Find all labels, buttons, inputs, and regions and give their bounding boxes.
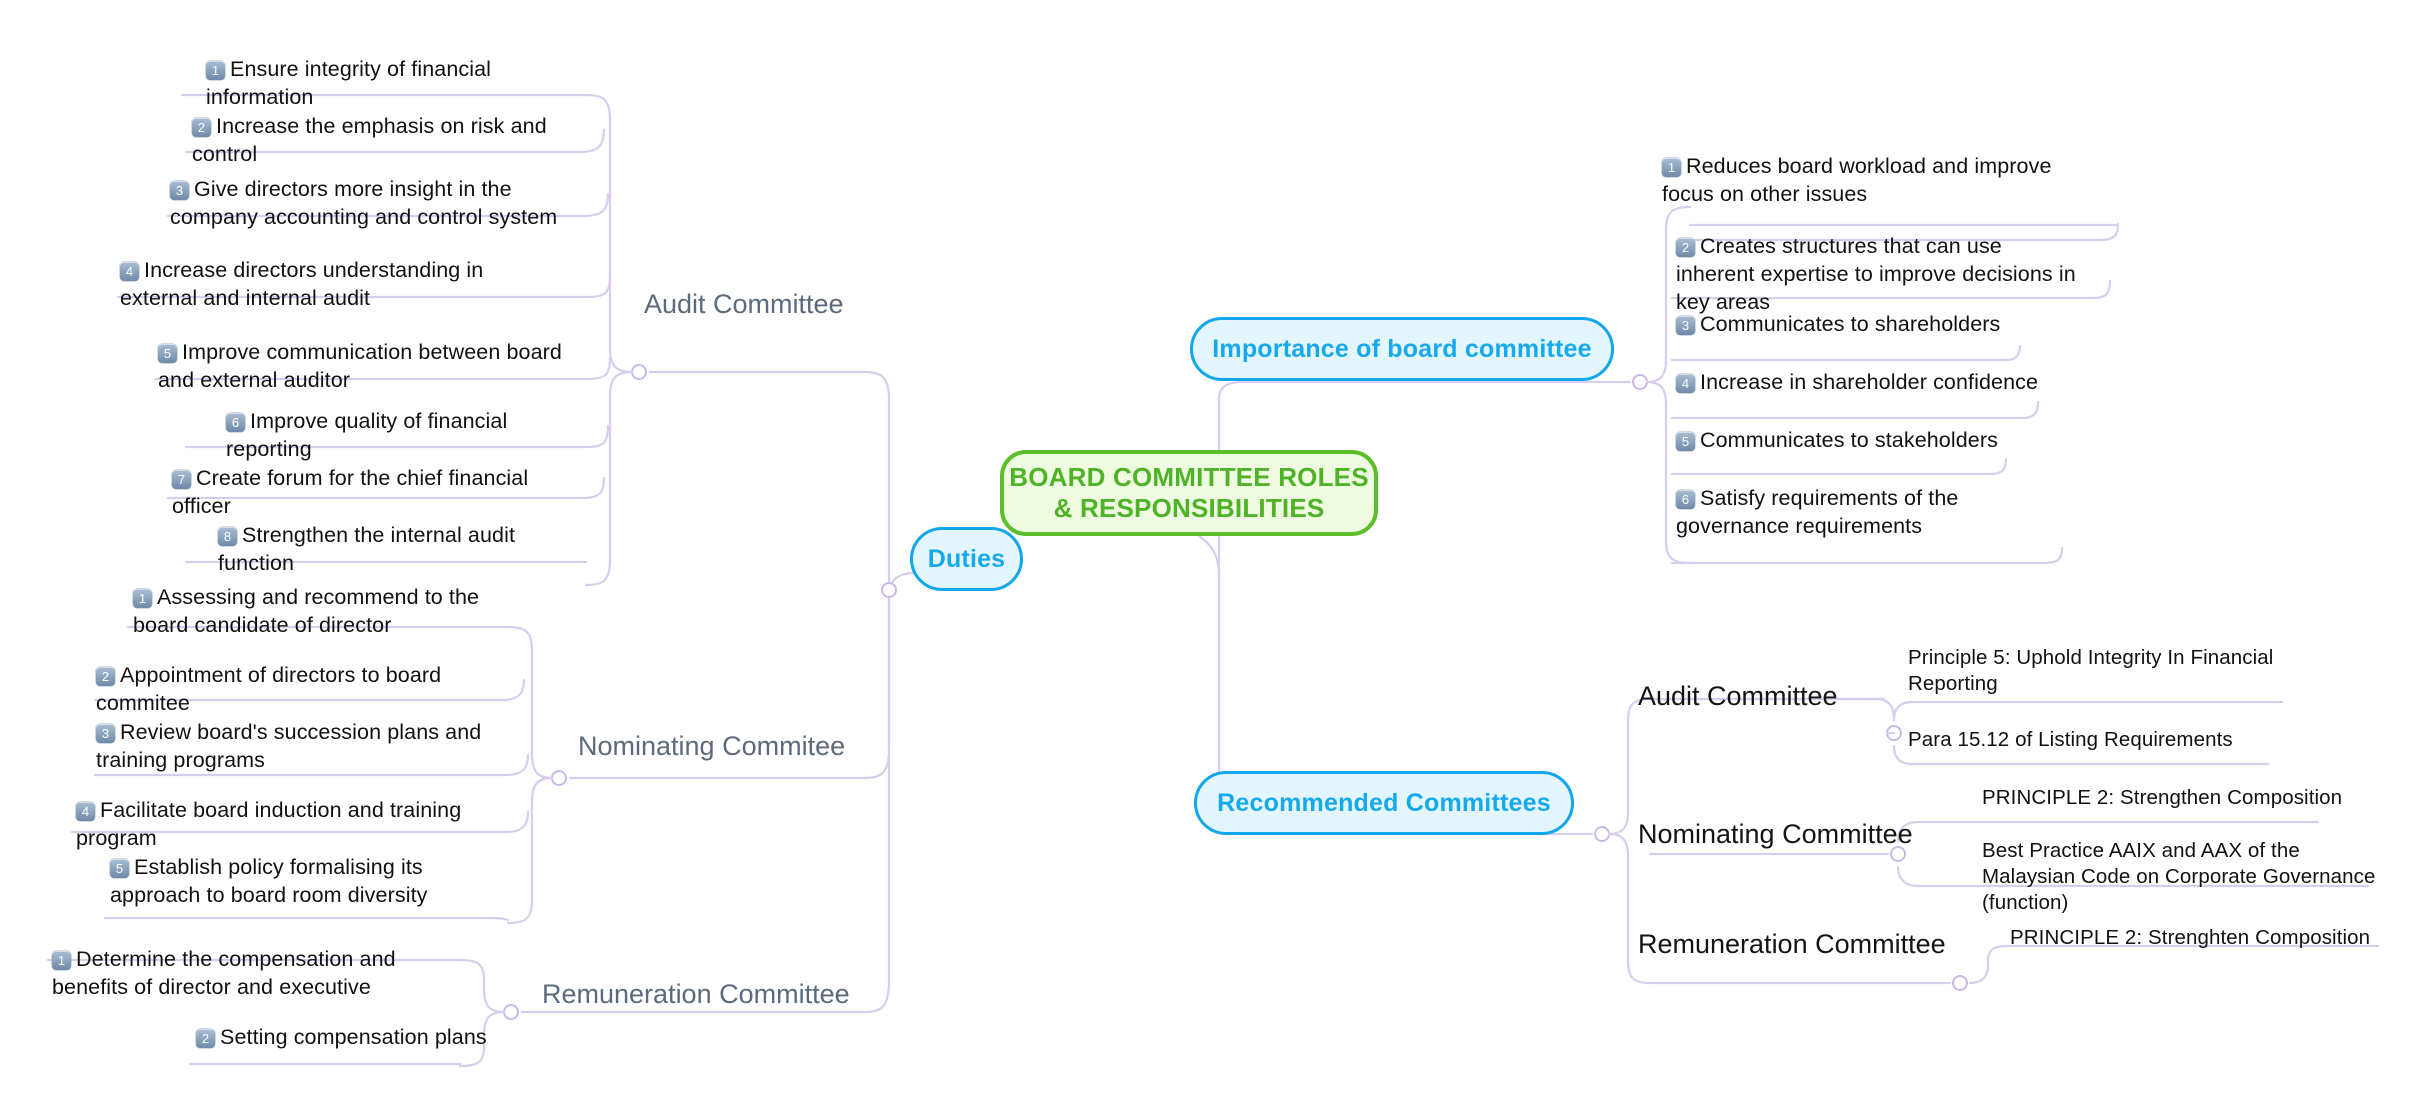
item-number-badge: 6 [226, 413, 245, 432]
branch-label-nominating-committee-left[interactable]: Nominating Commitee [578, 730, 845, 762]
item-number-badge: 4 [120, 262, 139, 281]
item-number-badge: 1 [52, 951, 71, 970]
item-text: Principle 5: Uphold Integrity In Financi… [1908, 646, 2274, 695]
item-number-badge: 3 [96, 724, 115, 743]
item-text: Improve communication between board and … [158, 340, 562, 392]
item-text: Reduces board workload and improve focus… [1662, 154, 2052, 206]
item-text: PRINCIPLE 2: Strenghten Composition [2010, 926, 2371, 949]
branch-label-remuneration-committee-right[interactable]: Remuneration Committee [1638, 928, 1946, 960]
item-text: Strengthen the internal audit function [218, 523, 516, 575]
branch-label-audit-committee-right[interactable]: Audit Committee [1638, 680, 1838, 712]
item-text: Increase the emphasis on risk and contro… [192, 114, 547, 166]
item-text: Improve quality of financial reporting [226, 409, 508, 461]
item-number-badge: 1 [206, 61, 225, 80]
item-text: Review board's succession plans and trai… [96, 720, 482, 772]
node-recommended-committees[interactable]: Recommended Committees [1194, 771, 1574, 835]
item-text: Establish policy formalising its approac… [110, 855, 428, 907]
item-number-badge: 5 [110, 859, 129, 878]
list-item[interactable]: 4 Increase in shareholder confidence [1676, 368, 2096, 396]
branch-remuneration-right-text: Remuneration Committee [1638, 929, 1946, 959]
item-text: Communicates to shareholders [1700, 312, 2001, 336]
item-number-badge: 4 [76, 802, 95, 821]
list-item[interactable]: PRINCIPLE 2: Strenghten Composition [2010, 925, 2410, 951]
item-number-badge: 2 [96, 667, 115, 686]
root-title-line-1: BOARD COMMITTEE ROLES [1009, 462, 1369, 492]
item-text: Give directors more insight in the compa… [170, 177, 558, 229]
root-node[interactable]: BOARD COMMITTEE ROLES & RESPONSIBILITIES [1000, 450, 1378, 536]
node-importance-label: Importance of board committee [1212, 334, 1592, 363]
branch-label-audit-committee-left[interactable]: Audit Committee [644, 288, 844, 320]
branch-label-remuneration-committee-left[interactable]: Remuneration Committee [542, 978, 850, 1010]
branch-nominating-right-text: Nominating Committee [1638, 819, 1913, 849]
item-text: Increase directors understanding in exte… [120, 258, 484, 310]
node-recommended-label: Recommended Committees [1217, 788, 1551, 817]
node-duties-label: Duties [927, 544, 1006, 573]
list-item[interactable]: 3 Communicates to shareholders [1676, 310, 2096, 338]
item-text: Increase in shareholder confidence [1700, 370, 2039, 394]
list-item[interactable]: 5 Communicates to stakeholders [1676, 426, 2096, 454]
item-number-badge: 3 [1676, 316, 1695, 335]
item-text: Appointment of directors to board commit… [96, 663, 442, 715]
list-item[interactable]: 2 Setting compensation plans [196, 1023, 526, 1051]
item-text: Determine the compensation and benefits … [52, 947, 396, 999]
item-number-badge: 2 [196, 1029, 215, 1048]
item-number-badge: 8 [218, 527, 237, 546]
branch-remuneration-left-text: Remuneration Committee [542, 979, 850, 1009]
item-text: Facilitate board induction and training … [76, 798, 462, 850]
item-text: Satisfy requirements of the governance r… [1676, 486, 1959, 538]
list-item[interactable]: Principle 5: Uphold Integrity In Financi… [1908, 645, 2288, 697]
item-text: Setting compensation plans [220, 1025, 487, 1049]
item-text: Best Practice AAIX and AAX of the Malays… [1982, 839, 2376, 914]
item-number-badge: 1 [133, 589, 152, 608]
list-item[interactable]: PRINCIPLE 2: Strengthen Composition [1982, 785, 2402, 811]
item-text: Ensure integrity of financial informatio… [206, 57, 492, 109]
node-duties[interactable]: Duties [910, 527, 1023, 591]
list-item[interactable]: Para 15.12 of Listing Requirements [1908, 727, 2288, 753]
item-text: Creates structures that can use inherent… [1676, 234, 2076, 314]
branch-audit-left-text: Audit Committee [644, 289, 844, 319]
item-number-badge: 2 [192, 118, 211, 137]
node-importance-of-board-committee[interactable]: Importance of board committee [1190, 317, 1614, 381]
item-text: Communicates to stakeholders [1700, 428, 1998, 452]
item-number-badge: 3 [170, 181, 189, 200]
item-number-badge: 5 [1676, 432, 1695, 451]
list-item[interactable]: Best Practice AAIX and AAX of the Malays… [1982, 838, 2382, 916]
item-text: Para 15.12 of Listing Requirements [1908, 728, 2233, 751]
item-text: Create forum for the chief financial off… [172, 466, 529, 518]
item-number-badge: 5 [158, 344, 177, 363]
item-number-badge: 6 [1676, 490, 1695, 509]
item-number-badge: 2 [1676, 238, 1695, 257]
branch-label-nominating-committee-right[interactable]: Nominating Committee [1638, 818, 1913, 850]
branch-audit-right-text: Audit Committee [1638, 681, 1838, 711]
branch-nominating-left-text: Nominating Commitee [578, 731, 846, 761]
item-text: Assessing and recommend to the board can… [133, 585, 480, 637]
item-text: PRINCIPLE 2: Strengthen Composition [1982, 786, 2343, 809]
item-number-badge: 7 [172, 470, 191, 489]
item-number-badge: 4 [1676, 374, 1695, 393]
item-number-badge: 1 [1662, 158, 1681, 177]
root-title-line-2: & RESPONSIBILITIES [1053, 493, 1325, 523]
